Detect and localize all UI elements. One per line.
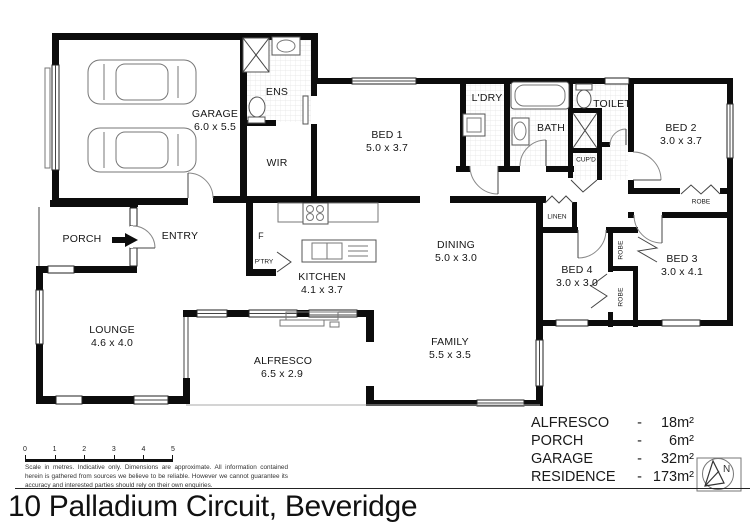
label-lounge-dims: 4.6 x 4.0	[90, 337, 134, 349]
toilet-icon	[247, 96, 266, 124]
label-bed3: BED 3	[666, 253, 698, 265]
area-dash: -	[637, 451, 642, 467]
scale-tick-label: 0	[23, 446, 27, 453]
divider-line	[15, 488, 750, 489]
label-kitchen-dims: 4.1 x 3.7	[300, 284, 344, 296]
label-robe-bed4: ROBE	[617, 287, 625, 307]
label-bed3-dims: 3.0 x 4.1	[660, 266, 704, 278]
area-label: ALFRESCO	[531, 415, 610, 431]
label-lounge: LOUNGE	[89, 324, 135, 336]
label-family-dims: 5.5 x 3.5	[428, 349, 472, 361]
car-icon	[87, 59, 197, 105]
label-alfresco: ALFRESCO	[253, 355, 313, 367]
area-row-alfresco: ALFRESCO - 18m²	[531, 414, 694, 432]
scale-tick-label: 1	[52, 446, 57, 453]
fixtures: N	[87, 36, 742, 492]
label-wir: WIR	[266, 157, 288, 169]
label-porch: PORCH	[62, 233, 102, 245]
label-robe-bed3: ROBE	[617, 240, 625, 260]
label-alfresco-dims: 6.5 x 2.9	[260, 368, 304, 380]
label-family: FAMILY	[431, 336, 469, 348]
basin-icon	[271, 36, 301, 56]
label-cupboard: CUP'D	[576, 156, 596, 164]
label-bed4-dims: 3.0 x 3.0	[555, 277, 599, 289]
label-bath: BATH	[536, 122, 566, 134]
label-bed2: BED 2	[665, 122, 697, 134]
alfresco-bench	[279, 311, 340, 328]
label-bed2-dims: 3.0 x 3.7	[659, 135, 703, 147]
bathtub-icon	[510, 81, 570, 110]
car-icon	[87, 127, 197, 173]
label-linen: LINEN	[547, 213, 567, 221]
bifold-doors	[276, 179, 721, 309]
disclaimer-text: Scale in metres. Indicative only. Dimens…	[25, 464, 288, 489]
north-label: N	[723, 464, 730, 475]
area-row-garage: GARAGE - 32m²	[531, 450, 694, 468]
cooktop-icon	[277, 202, 379, 225]
label-toilet: TOILET	[593, 98, 631, 110]
label-bed4: BED 4	[561, 264, 593, 276]
scale-bar-line	[25, 459, 173, 462]
windows	[35, 64, 734, 407]
doors	[132, 95, 663, 259]
area-label: GARAGE	[531, 451, 594, 467]
area-label: PORCH	[531, 433, 584, 449]
island-sink-icon	[301, 239, 377, 263]
walls	[36, 33, 733, 406]
label-bed1-dims: 5.0 x 3.7	[365, 142, 409, 154]
label-garage-dims: 6.0 x 5.5	[193, 121, 237, 133]
area-label: RESIDENCE	[531, 469, 616, 485]
scale-tick-label: 5	[171, 446, 175, 453]
basin-icon	[511, 117, 530, 146]
shower-icon	[572, 112, 598, 149]
area-value: 18m²	[660, 415, 694, 431]
scale-tick-label: 2	[82, 446, 87, 453]
area-value: 32m²	[660, 451, 694, 467]
area-table: ALFRESCO - 18m² PORCH - 6m² GARAGE - 32m…	[531, 414, 694, 486]
label-pantry: P'TRY	[254, 258, 274, 266]
shower-icon	[242, 37, 270, 73]
north-arrow-icon: N	[696, 457, 742, 492]
property-address: 10 Palladium Circuit, Beveridge	[8, 490, 418, 523]
area-value: 173m²	[652, 469, 694, 485]
label-kitchen: KITCHEN	[298, 271, 346, 283]
scale-tick-label: 3	[111, 446, 116, 453]
scale-tick-label: 4	[141, 446, 146, 453]
label-dining-dims: 5.0 x 3.0	[434, 252, 478, 264]
label-ens: ENS	[265, 86, 289, 98]
label-garage: GARAGE	[191, 108, 239, 120]
toilet-icon	[575, 83, 593, 109]
entry-arrow-icon	[112, 233, 138, 247]
area-dash: -	[637, 469, 642, 485]
scale-bar: 0 1 2 3 4 5	[23, 446, 175, 463]
label-robe-bed2: ROBE	[691, 198, 711, 206]
label-bed1: BED 1	[371, 129, 403, 141]
area-value: 6m²	[669, 433, 694, 449]
area-dash: -	[637, 415, 642, 431]
label-laundry: L'DRY	[471, 92, 503, 104]
label-dining: DINING	[437, 239, 475, 251]
area-row-porch: PORCH - 6m²	[531, 432, 694, 450]
laundry-trough-icon	[462, 113, 486, 137]
area-dash: -	[637, 433, 642, 449]
area-row-residence: RESIDENCE - 173m²	[531, 468, 694, 486]
label-entry: ENTRY	[161, 230, 199, 242]
label-fridge: F	[258, 231, 264, 241]
